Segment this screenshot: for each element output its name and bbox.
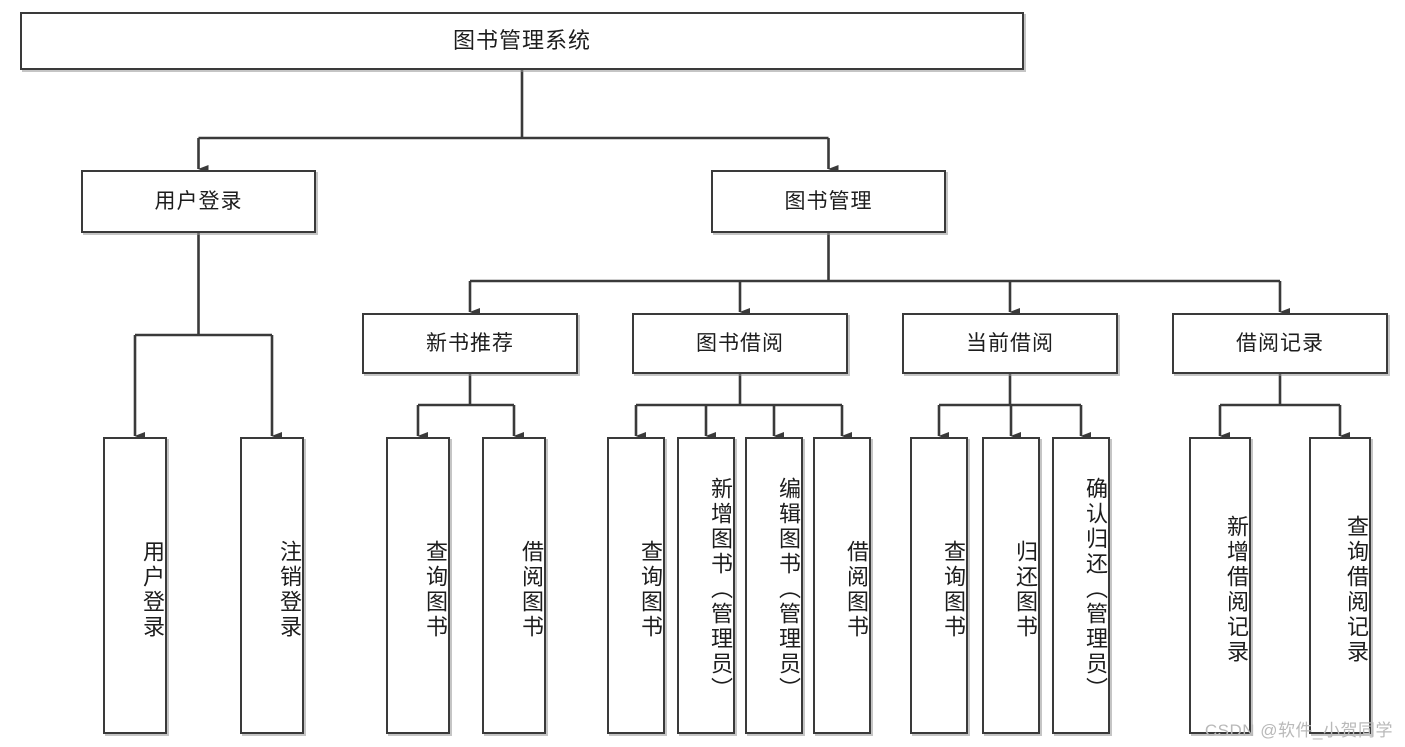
node-borrowing-record[interactable]: 借阅记录 [1172,313,1388,374]
node-leaf-confirm-return-admin[interactable]: 确认归还（管理员） [1052,437,1110,734]
node-user-login[interactable]: 用户登录 [81,170,316,233]
node-leaf-add-borrow-record[interactable]: 新增借阅记录 [1189,437,1251,734]
node-leaf-return-book[interactable]: 归还图书 [982,437,1040,734]
node-leaf-query-book-current[interactable]: 查询图书 [910,437,968,734]
node-current-borrowing[interactable]: 当前借阅 [902,313,1118,374]
node-book-borrowing[interactable]: 图书借阅 [632,313,848,374]
node-book-management[interactable]: 图书管理 [711,170,946,233]
node-root-book-management-system[interactable]: 图书管理系统 [20,12,1024,70]
node-leaf-edit-book-admin[interactable]: 编辑图书（管理员） [745,437,803,734]
node-leaf-borrow-book[interactable]: 借阅图书 [813,437,871,734]
node-leaf-borrow-book-recommend[interactable]: 借阅图书 [482,437,546,734]
node-leaf-query-borrow-record[interactable]: 查询借阅记录 [1309,437,1371,734]
node-leaf-add-book-admin[interactable]: 新增图书（管理员） [677,437,735,734]
node-leaf-logout[interactable]: 注销登录 [240,437,304,734]
node-leaf-user-login[interactable]: 用户登录 [103,437,167,734]
node-leaf-query-book-recommend[interactable]: 查询图书 [386,437,450,734]
node-new-book-recommendation[interactable]: 新书推荐 [362,313,578,374]
node-leaf-query-book-borrow[interactable]: 查询图书 [607,437,665,734]
watermark-credit: CSDN @软件_小贺同学 [1204,721,1393,740]
